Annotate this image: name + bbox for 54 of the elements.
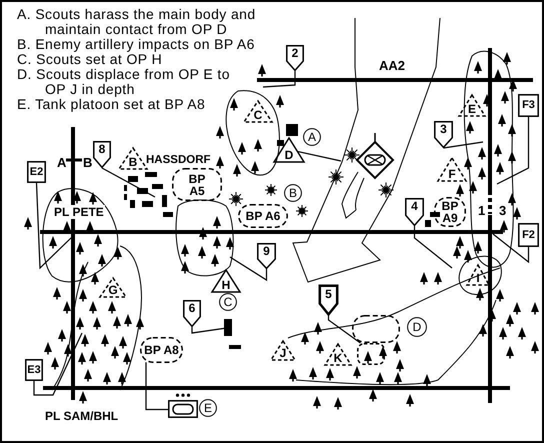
grid-marker: E2 (27, 161, 46, 183)
leader-line (492, 234, 530, 264)
letter-circle: E (199, 399, 217, 417)
op-triangle: F (437, 157, 467, 182)
letter-circle: C (219, 293, 237, 311)
letter-circle: A (303, 128, 321, 146)
leader-line (191, 327, 224, 334)
phase-line-label: PL SAM/BHL (45, 409, 118, 423)
sector-number: 1 (478, 203, 486, 218)
op-triangle: G (99, 277, 127, 298)
leader-line (230, 256, 268, 282)
number-flag: 6 (183, 300, 201, 327)
event-note: E. Tank platoon set at BP A8 (17, 97, 206, 112)
leader-line (102, 167, 156, 198)
event-note: B. Enemy artillery impacts on BP A6 (17, 37, 256, 52)
number-flag: 2 (286, 45, 304, 71)
leader-line (328, 315, 361, 344)
event-note: C. Scouts set at OP H (17, 52, 162, 67)
op-triangle: K (324, 343, 352, 366)
op-triangle: J (270, 340, 296, 361)
leader-line (298, 151, 342, 162)
vehicle-symbol (168, 393, 198, 418)
grid-marker: F2 (518, 223, 539, 247)
leader-line (33, 332, 83, 396)
leader-line (36, 182, 72, 270)
boundary-letter: B (83, 155, 92, 170)
leader-line (496, 117, 530, 185)
number-flag: 4 (405, 198, 424, 226)
op-triangle: C (243, 100, 273, 123)
leader-line (145, 362, 168, 410)
number-flag: 8 (93, 141, 111, 168)
avenue-label: AA2 (379, 58, 406, 73)
town-name: HASSDORF (146, 153, 211, 167)
op-triangle: B (118, 147, 148, 170)
op-triangle: D (273, 137, 305, 163)
boundary-letter: A (57, 155, 66, 170)
sector-number: 3 (499, 203, 506, 218)
phase-line-label: PL PETE (53, 205, 105, 219)
leader-line (414, 226, 452, 268)
event-note: A. Scouts harass the main body and maintain contact from OP D (17, 7, 257, 37)
number-flag: 5 (319, 285, 338, 315)
number-flag: 9 (257, 243, 276, 269)
dashed-outline (357, 343, 385, 365)
dashed-outline (352, 315, 400, 343)
leader-line (262, 71, 296, 88)
letter-circle: D (407, 317, 427, 337)
op-triangle: H (211, 269, 241, 293)
grid-marker: E3 (25, 359, 43, 381)
tank-symbol (224, 319, 232, 336)
number-flag: 3 (434, 121, 453, 148)
grid-marker: F3 (518, 94, 539, 117)
letter-circle: B (284, 184, 302, 202)
event-note: D. Scouts displace from OP E to OP J in depth (17, 67, 231, 97)
op-triangle: E (458, 94, 486, 117)
